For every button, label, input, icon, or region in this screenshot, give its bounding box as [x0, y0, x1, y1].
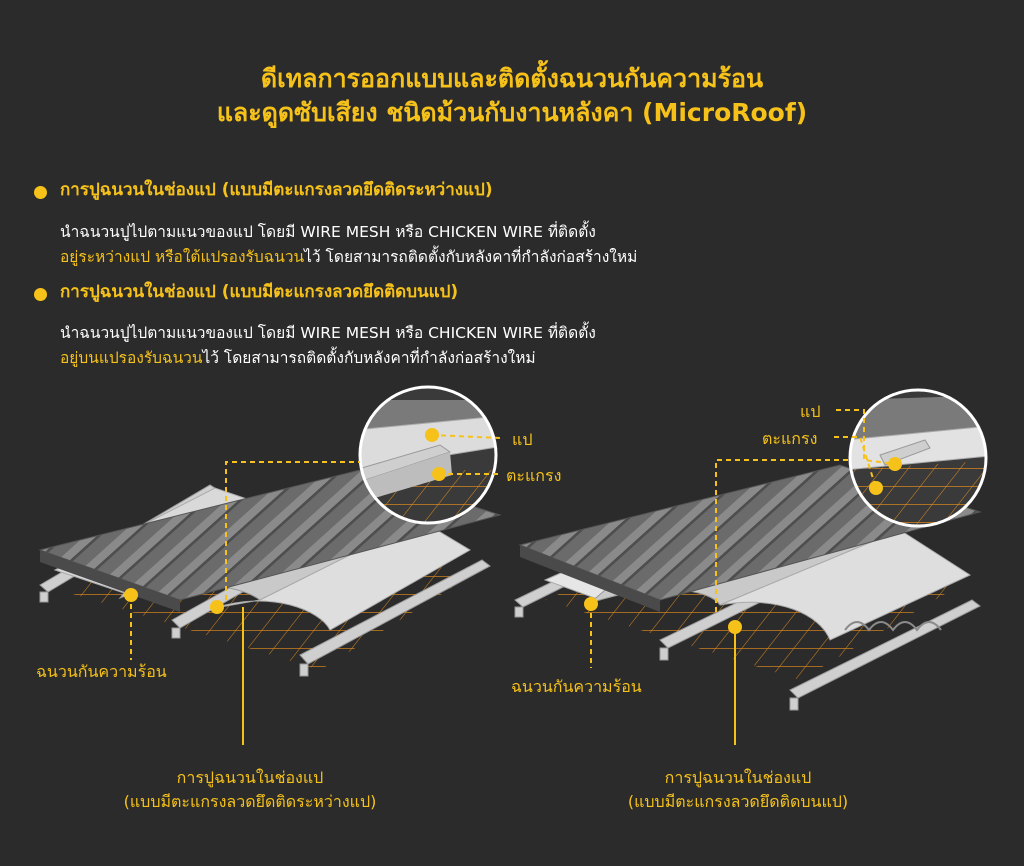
section-2-line-2: อยู่บนแปรองรับฉนวนไว้ โดยสามารถติดตั้งกั… [60, 346, 596, 371]
section-2-line-2-rest: ไว้ โดยสามารถติดตั้งกับหลังคาที่กำลังก่อ… [202, 349, 536, 367]
section-1-description: นำฉนวนปูไปตามแนวของแป โดยมี WIRE MESH หร… [60, 220, 637, 270]
section-1-heading: การปูฉนวนในช่องแป (แบบมีตะแกรงลวดยึดติดร… [60, 180, 493, 200]
left-caption-line-2: (แบบมีตะแกรงลวดยึดติดระหว่างแป) [123, 792, 377, 811]
section-1-line-1: นำฉนวนปูไปตามแนวของแป โดยมี WIRE MESH หร… [60, 223, 596, 241]
right-caption: การปูฉนวนในช่องแป (แบบมีตะแกรงลวดยึดติดบ… [548, 766, 928, 814]
left-insulation-marker [124, 588, 138, 602]
left-caption-line-1: การปูฉนวนในช่องแป [176, 768, 324, 787]
right-caption-line-2: (แบบมีตะแกรงลวดยึดติดบนแป) [627, 792, 849, 811]
right-insulation-marker [584, 597, 598, 611]
right-callout-insulation: ฉนวนกันความร้อน [511, 677, 642, 696]
right-callout-purlin: แป [800, 402, 821, 421]
left-leader-lines [130, 434, 501, 745]
left-callout-purlin: แป [512, 430, 533, 449]
right-mesh-marker [869, 481, 883, 495]
section-2-description: นำฉนวนปูไปตามแนวของแป โดยมี WIRE MESH หร… [60, 321, 596, 371]
left-zoom-detail [358, 385, 498, 525]
section-1-line-2: อยู่ระหว่างแป หรือใต้แปรองรับฉนวนไว้ โดย… [60, 245, 637, 270]
left-caption: การปูฉนวนในช่องแป (แบบมีตะแกรงลวดยึดติดร… [60, 766, 440, 814]
right-leader-lines [590, 409, 896, 745]
left-callout-mesh: ตะแกรง [506, 466, 562, 485]
section-2-heading: การปูฉนวนในช่องแป (แบบมีตะแกรงลวดยึดติดบ… [60, 282, 459, 302]
title-line-1: ดีเทลการออกแบบและติดตั้งฉนวนกันความร้อน [260, 64, 764, 93]
right-caption-line-1: การปูฉนวนในช่องแป [664, 768, 812, 787]
right-callout-mesh: ตะแกรง [762, 429, 818, 448]
right-install-marker [728, 620, 742, 634]
bullet-icon [34, 288, 47, 301]
section-2-line-1: นำฉนวนปูไปตามแนวของแป โดยมี WIRE MESH หร… [60, 324, 596, 342]
bullet-icon [34, 186, 47, 199]
left-callout-insulation: ฉนวนกันความร้อน [36, 662, 167, 681]
title-line-2: และดูดซับเสียง ชนิดม้วนกับงานหลังคา (Mic… [216, 98, 808, 127]
section-2-highlight: อยู่บนแปรองรับฉนวน [60, 349, 203, 367]
left-install-marker [210, 600, 224, 614]
section-1-line-2-rest: ไว้ โดยสามารถติดตั้งกับหลังคาที่กำลังก่อ… [304, 248, 638, 266]
page-title: ดีเทลการออกแบบและติดตั้งฉนวนกันความร้อน … [0, 62, 1024, 130]
section-1-highlight: อยู่ระหว่างแป หรือใต้แปรองรับฉนวน [60, 248, 305, 266]
right-zoom-detail [848, 388, 988, 528]
